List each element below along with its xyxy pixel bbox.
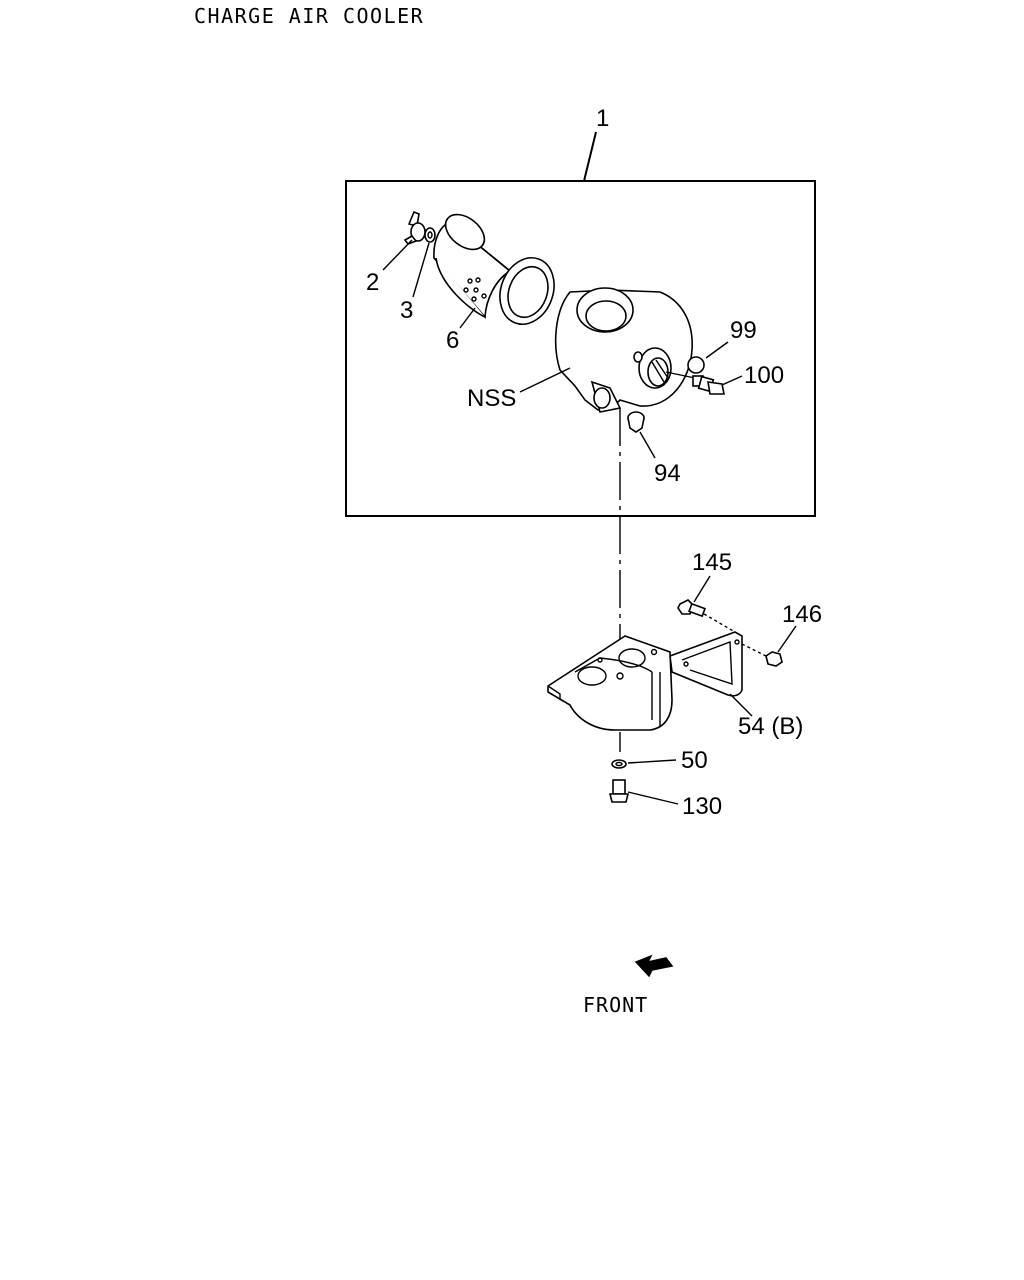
callout-nss: NSS <box>467 385 516 412</box>
callout-50: 50 <box>681 747 708 774</box>
assembly-box <box>345 180 816 517</box>
bolt-130-part <box>608 779 630 803</box>
drain-valve-part <box>627 411 645 433</box>
indicator-cap-part <box>687 356 705 374</box>
leader-50 <box>627 759 677 764</box>
callout-2: 2 <box>366 269 379 296</box>
leader-130 <box>627 791 679 805</box>
callout-130: 130 <box>682 793 722 820</box>
callout-145: 145 <box>692 549 732 576</box>
leader-6 <box>459 307 476 329</box>
leader-3 <box>412 242 430 298</box>
mounting-bracket-part <box>547 631 743 731</box>
leader-99 <box>705 341 729 359</box>
callout-3: 3 <box>400 297 413 324</box>
leader-146 <box>777 625 797 653</box>
washer-part <box>424 227 436 243</box>
filter-element-part <box>433 213 555 325</box>
filter-housing-part <box>554 287 693 413</box>
bolt-145-part <box>677 599 736 633</box>
callout-54b: 54 (B) <box>738 713 803 740</box>
nut-146-part <box>741 643 783 667</box>
callout-146: 146 <box>782 601 822 628</box>
leader-1 <box>583 131 597 182</box>
callout-94: 94 <box>654 460 681 487</box>
callout-1: 1 <box>596 105 609 132</box>
diagram-title: CHARGE AIR COOLER <box>194 4 425 28</box>
leader-2 <box>382 239 413 271</box>
leader-54b <box>729 693 753 717</box>
leader-94 <box>639 431 656 459</box>
washer-50-part <box>611 759 627 769</box>
wing-nut-part <box>403 210 426 245</box>
front-label: FRONT <box>583 993 648 1017</box>
restriction-indicator-part <box>665 371 725 395</box>
arrow-left-down-icon <box>634 954 674 978</box>
callout-6: 6 <box>446 327 459 354</box>
callout-100: 100 <box>744 362 784 389</box>
leader-nss <box>519 367 571 393</box>
callout-99: 99 <box>730 317 757 344</box>
leader-145 <box>693 575 711 603</box>
leader-100 <box>721 375 743 386</box>
